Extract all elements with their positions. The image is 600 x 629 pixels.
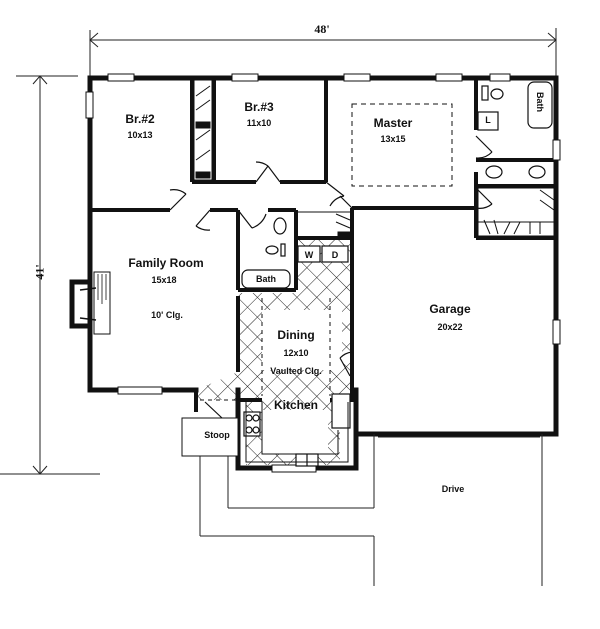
kitchen-counters: [245, 402, 349, 463]
room-name-stoop: Stoop: [204, 430, 230, 440]
fireplace: [69, 271, 111, 335]
depth-dimension-label: 41': [32, 264, 47, 280]
master-tray-ceiling: [351, 103, 453, 187]
room-name-drive: Drive: [441, 484, 465, 494]
doors: [169, 135, 493, 419]
room-size-br3: 11x10: [246, 118, 272, 128]
dimension-width: [89, 28, 557, 82]
dryer-label: D: [331, 250, 339, 260]
room-name-dining: Dining: [277, 328, 315, 342]
site-lines: [199, 434, 543, 586]
width-dimension-label: 48': [314, 22, 330, 36]
windows: [85, 73, 561, 473]
room-name-master: Master: [373, 116, 413, 130]
room-size-garage: 20x22: [437, 322, 463, 332]
bath-fixtures: [241, 81, 553, 467]
room-name-br2: Br.#2: [125, 112, 155, 126]
room-name-kitchen: Kitchen: [273, 398, 319, 412]
room-name-family: Family Room: [128, 256, 204, 270]
dining-vault-lines: [200, 298, 331, 401]
room-size-dining: 12x10: [283, 348, 309, 358]
room-name-br3: Br.#3: [244, 100, 274, 114]
tile-floor: [196, 238, 352, 465]
interior-walls: [90, 78, 556, 412]
linen-label: L: [485, 115, 491, 125]
room-note-dining: Vaulted Clg.: [270, 366, 322, 376]
master-bath-label: Bath: [535, 92, 545, 112]
room-note-family: 10' Clg.: [151, 310, 183, 320]
hall-bath-label: Bath: [256, 274, 276, 284]
room-size-family: 15x18: [151, 275, 177, 285]
washer-label: W: [304, 250, 314, 260]
closets: [193, 79, 555, 237]
room-size-master: 13x15: [380, 134, 406, 144]
dimension-depth: [0, 75, 100, 475]
stoop-slab: [181, 417, 239, 457]
room-name-garage: Garage: [429, 302, 471, 316]
room-size-br2: 10x13: [127, 130, 153, 140]
